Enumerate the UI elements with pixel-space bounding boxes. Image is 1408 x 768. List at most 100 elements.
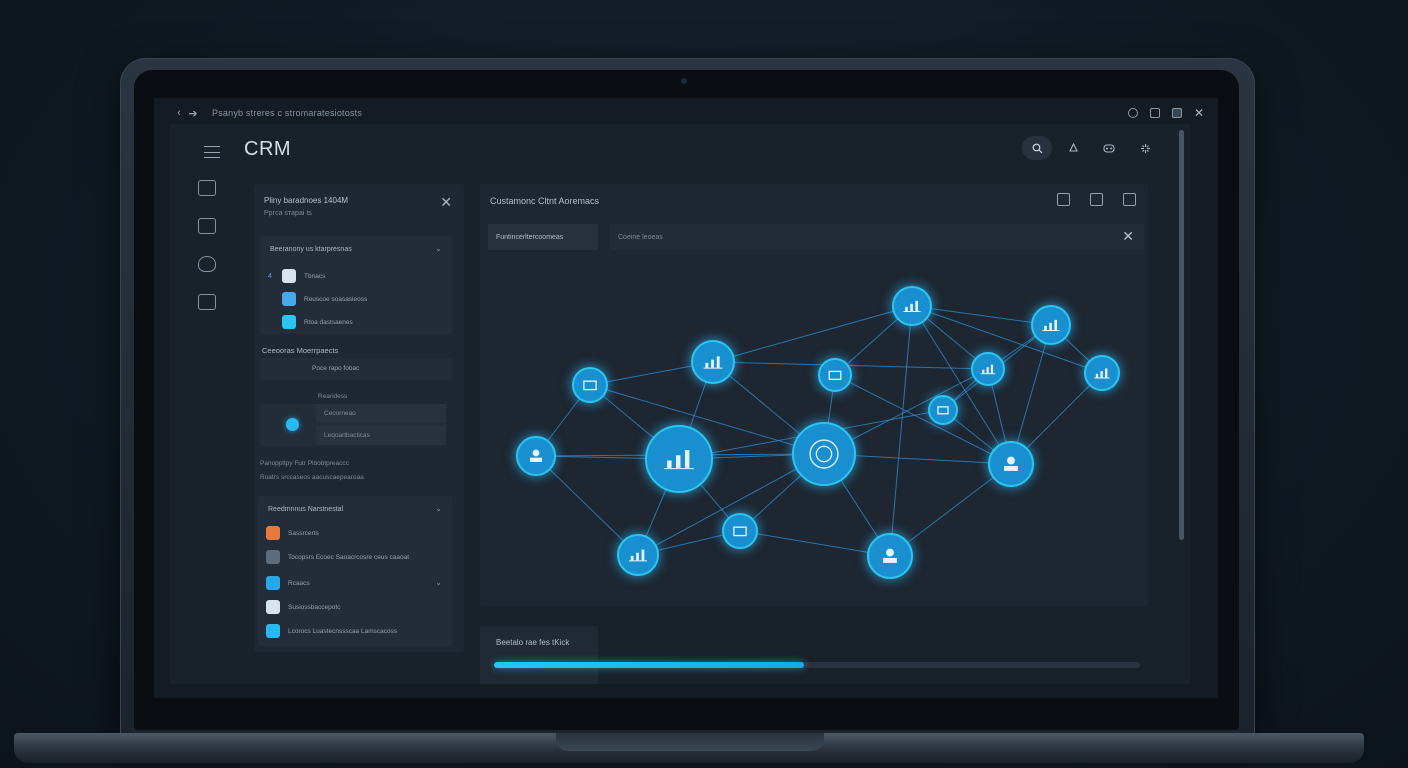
left-panel-title: Pliny baradnoes 1404M — [264, 196, 349, 205]
graph-node[interactable] — [892, 286, 932, 326]
reports-icon[interactable] — [198, 294, 216, 310]
export-icon[interactable] — [1057, 193, 1070, 206]
list-item[interactable]: Rcaacs — [266, 576, 310, 590]
chevron-down-icon[interactable]: ⌄ — [435, 244, 442, 253]
progress-label: Beetalo rae fes tKick — [496, 638, 570, 647]
app-title: CRM — [244, 138, 292, 160]
graph-node[interactable] — [1031, 305, 1071, 345]
panel-toolbar — [1057, 193, 1136, 206]
bottom-card — [480, 626, 598, 684]
section-caption: Rearidess — [318, 393, 348, 400]
note-text: Roatrs srccaseos aacuscaepearoaa — [260, 474, 364, 481]
chart-icon — [1094, 368, 1110, 379]
search-input[interactable]: Coeine leoeas — [610, 224, 1144, 250]
url-text[interactable]: Pѕаnyb ѕtrеrеѕ с ѕtrоmаrаtеѕіоtоѕtѕ — [212, 108, 363, 118]
settings-icon[interactable] — [1130, 136, 1160, 160]
section-label: Ceeooras Moerrpaects — [262, 346, 339, 355]
contact-icon — [282, 292, 296, 306]
account-icon — [266, 600, 280, 614]
close-icon[interactable]: ✕ — [1193, 106, 1204, 120]
owner-row-label: Cecorneao — [324, 410, 356, 417]
building-icon — [937, 406, 949, 415]
screen: ‹ ➔ Pѕаnyb ѕtrеrеѕ с ѕtrоmаrаtеѕіоtоѕtѕ … — [154, 98, 1218, 698]
list-item[interactable]: Lcorocs Luastecnssscaa Lamscacoss — [266, 624, 397, 638]
chevron-left-icon[interactable]: ‹ — [177, 107, 181, 119]
tab-icon[interactable] — [1171, 108, 1182, 118]
list-item[interactable]: Susiossbaccepotc — [266, 600, 340, 614]
arrow-right-icon[interactable]: ➔ — [188, 107, 198, 120]
graph-edge — [1010, 324, 1052, 465]
list-item[interactable]: Reuscoe soasasieoss — [282, 292, 367, 306]
owner-row[interactable] — [316, 426, 446, 445]
graph-node[interactable] — [691, 340, 735, 384]
chevron-down-icon[interactable]: ⌄ — [435, 504, 442, 513]
list-item[interactable]: Rtoa dastsaenes — [282, 315, 353, 329]
chart-icon — [903, 300, 921, 313]
graph-edge — [712, 305, 913, 363]
laptop-hinge — [556, 733, 824, 751]
list-item-label: Lcorocs Luastecnssscaa Lamscacoss — [288, 627, 398, 635]
graph-node[interactable] — [617, 534, 659, 576]
checkbox-icon[interactable] — [1090, 193, 1103, 206]
graph-edge — [712, 361, 989, 370]
close-icon[interactable]: ✕ — [1122, 228, 1134, 244]
graph-node[interactable] — [645, 425, 713, 493]
list-item[interactable]: Sassrcerts — [266, 526, 319, 540]
owner-row[interactable] — [316, 404, 446, 423]
field-row[interactable]: Poce rapo fobac — [260, 358, 452, 380]
chart-edit-icon[interactable] — [1123, 193, 1136, 206]
history-icon[interactable] — [1127, 108, 1138, 118]
share-icon[interactable] — [1149, 108, 1160, 118]
graph-edge — [911, 305, 1052, 326]
search-icon[interactable] — [1022, 136, 1052, 160]
progress-fill — [494, 662, 805, 668]
graph-node[interactable] — [572, 367, 608, 403]
window-controls: ✕ — [1127, 106, 1204, 120]
bar-chart-icon — [664, 450, 694, 470]
person-icon — [1004, 456, 1018, 471]
chart-icon — [1042, 319, 1060, 332]
graph-node[interactable] — [971, 352, 1005, 386]
briefcase-icon — [583, 380, 597, 391]
graph-node[interactable] — [1084, 355, 1120, 391]
account-icon — [266, 624, 280, 638]
dashboard-icon[interactable] — [198, 180, 216, 196]
node-circle[interactable] — [792, 422, 856, 486]
graph-edge — [911, 305, 1103, 374]
graph-node[interactable] — [722, 513, 758, 549]
node-circle[interactable] — [818, 358, 852, 392]
network-panel: Custamonc Cltnt Aoremacs Funtincerlterco… — [480, 184, 1148, 606]
graph-node[interactable] — [818, 358, 852, 392]
field-text: Poce rapo fobac — [312, 365, 360, 372]
graph-node[interactable] — [792, 422, 856, 486]
graph-node[interactable] — [988, 441, 1034, 487]
node-circle[interactable] — [928, 395, 958, 425]
list-item-label: Tocopsrs Ecoec Saoacrcosre ceus caaoat — [288, 553, 410, 561]
graph-node[interactable] — [516, 436, 556, 476]
contacts-icon[interactable] — [198, 218, 216, 234]
filter-chip[interactable]: Funtincerltercoomeas — [488, 224, 598, 250]
card-owner: Cecorneao Leqoartbacticas — [260, 404, 446, 446]
graph-edge — [739, 530, 891, 557]
close-icon[interactable]: ✕ — [440, 194, 452, 210]
graph-node[interactable] — [867, 533, 913, 579]
scrollbar[interactable] — [1179, 130, 1184, 540]
card-accounts: Reedmnnus Narstnestal ⌄ Sassrcerts Tocop… — [258, 496, 452, 646]
list-item[interactable]: Tocopsrs Ecoec Saoacrcosre ceus caaoat — [266, 550, 409, 564]
notification-icon[interactable] — [1058, 136, 1088, 160]
node-circle[interactable] — [722, 513, 758, 549]
graph-edge — [834, 374, 1012, 465]
list-item[interactable]: 4 Tbnacs — [268, 269, 325, 283]
menu-icon[interactable] — [204, 146, 220, 158]
chart-icon — [629, 549, 647, 562]
graph-node[interactable] — [928, 395, 958, 425]
chart-icon — [980, 364, 996, 375]
progress-track — [494, 662, 1140, 668]
account-icon — [266, 526, 280, 540]
node-circle[interactable] — [572, 367, 608, 403]
contact-icon — [282, 315, 296, 329]
chevron-down-icon[interactable]: ⌄ — [435, 578, 442, 587]
users-icon[interactable] — [1094, 136, 1124, 160]
deals-icon[interactable] — [198, 256, 216, 272]
chart-icon — [703, 356, 723, 369]
